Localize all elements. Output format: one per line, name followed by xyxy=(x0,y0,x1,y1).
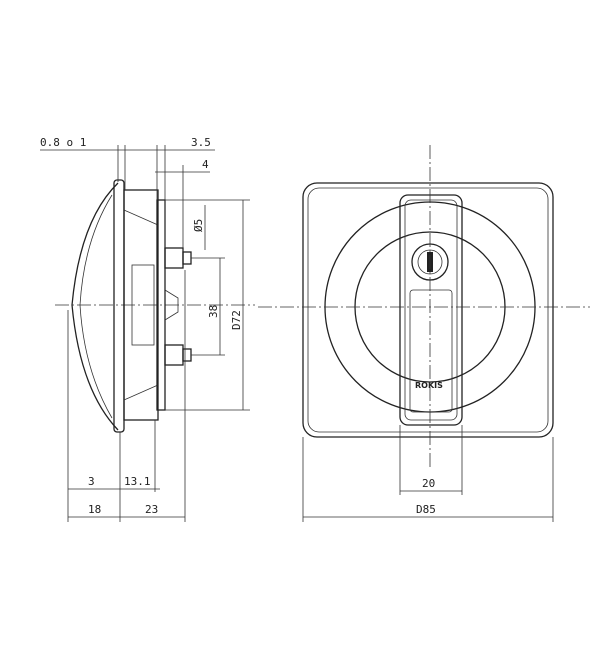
dim-screw-offset: 4 xyxy=(202,158,209,171)
dim-screw-spacing: 38 xyxy=(207,305,220,318)
dim-body-depth: 23 xyxy=(145,503,158,516)
handle xyxy=(399,194,463,426)
dim-flange-thickness: 0.8 o 1 xyxy=(40,136,86,149)
body-hatch xyxy=(123,209,159,226)
dome-inner-line xyxy=(79,194,113,419)
dim-body-diameter: D72 xyxy=(230,310,243,330)
dim-dome-depth: 18 xyxy=(88,503,101,516)
body-hatch xyxy=(123,384,159,401)
back-plate xyxy=(156,199,166,411)
dim-front-depth: 3 xyxy=(88,475,95,488)
brand-logo: ROKIS xyxy=(415,381,443,390)
dim-screw-diameter: Ø5 xyxy=(192,219,205,232)
screw-bottom-head xyxy=(182,348,192,362)
dome-profile xyxy=(71,182,119,431)
body xyxy=(123,189,159,421)
dim-handle-width: 20 xyxy=(422,477,435,490)
handle-inner xyxy=(404,199,458,421)
latch xyxy=(164,289,179,321)
screw-top-head xyxy=(182,251,192,265)
screw-bottom xyxy=(164,344,184,366)
square-plate xyxy=(302,182,554,438)
dim-plate-width: D85 xyxy=(416,503,436,516)
flange xyxy=(113,179,125,433)
dim-back-offset: 3.5 xyxy=(191,136,211,149)
handle-grip xyxy=(409,289,453,413)
screw-top xyxy=(164,247,184,269)
front-view: ROKIS 20 D85 xyxy=(258,145,590,522)
plate-inner-edge xyxy=(307,187,549,433)
dim-flange-depth: 13.1 xyxy=(124,475,151,488)
side-view: 0.8 o 1 3.5 4 D72 38 Ø5 3 13.1 18 23 xyxy=(40,136,255,522)
cam xyxy=(131,264,155,346)
